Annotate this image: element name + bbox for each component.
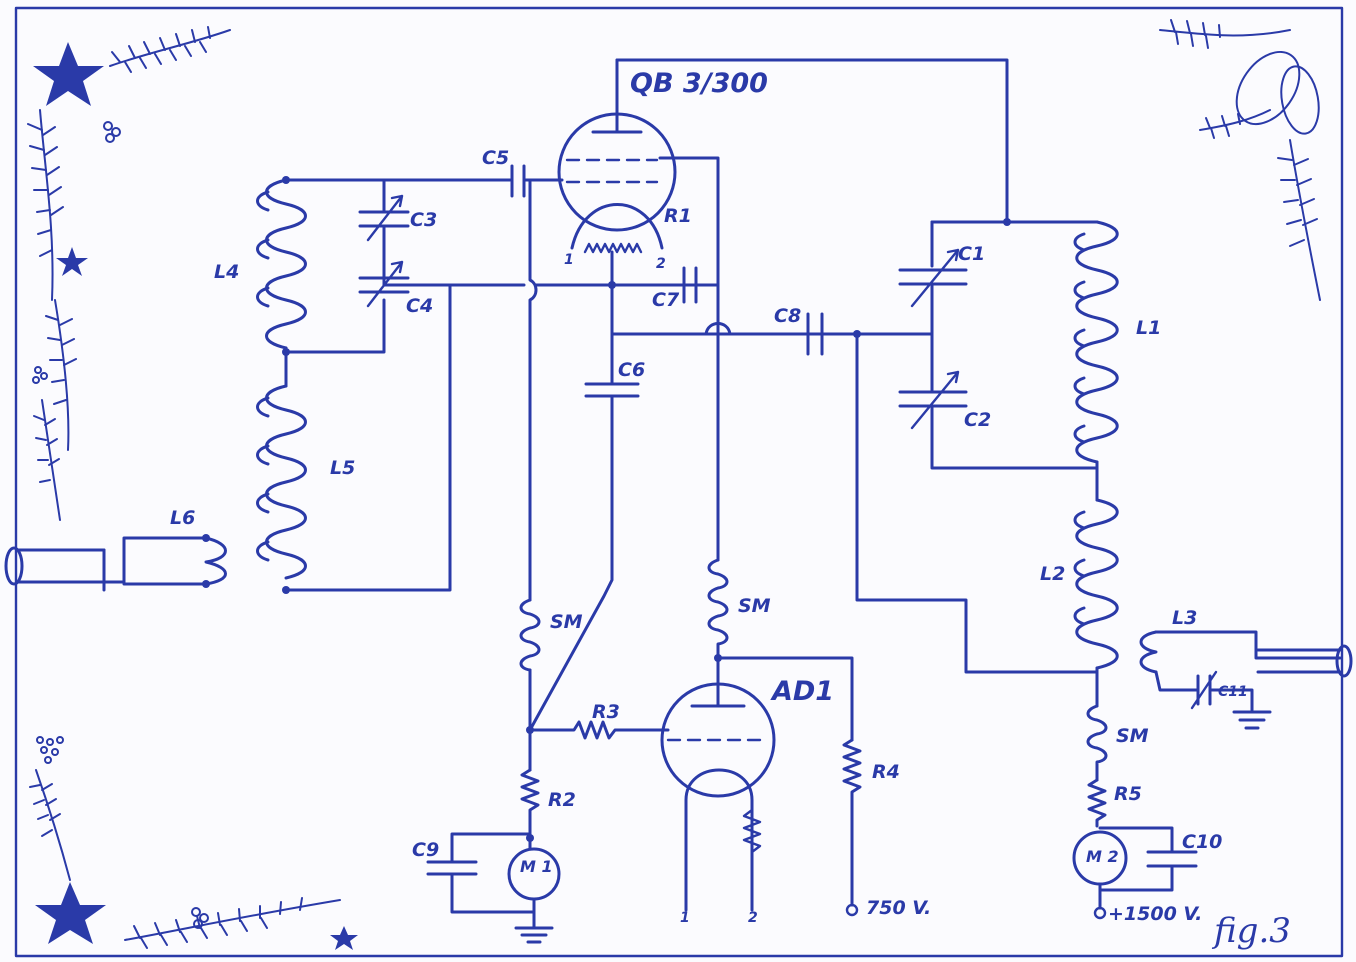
star-icon bbox=[35, 882, 106, 944]
pinecone-icon bbox=[1280, 65, 1320, 135]
label-pin2-qb: 2 bbox=[656, 256, 666, 272]
label-c10: C10 bbox=[1182, 831, 1222, 853]
figure-caption: fig.3 bbox=[1211, 911, 1291, 951]
label-r4: R4 bbox=[872, 761, 900, 783]
label-tube1: QB 3/300 bbox=[630, 68, 768, 99]
capacitor-c6 bbox=[584, 382, 640, 398]
label-1500v: +1500 V. bbox=[1108, 903, 1202, 925]
label-c6: C6 bbox=[618, 359, 645, 381]
choke-sm3 bbox=[1086, 704, 1108, 782]
coax-connector-right bbox=[1256, 644, 1353, 678]
resistor-r4 bbox=[842, 738, 862, 907]
coil-l3 bbox=[1139, 630, 1342, 712]
decoration-top-left bbox=[27, 26, 231, 521]
cathode-heater bbox=[570, 203, 664, 250]
label-c9: C9 bbox=[412, 839, 439, 861]
resistor-r5 bbox=[1087, 778, 1107, 828]
coil-l2 bbox=[1073, 498, 1119, 670]
label-c3: C3 bbox=[410, 209, 437, 231]
coil-l6 bbox=[102, 534, 227, 592]
capacitor-c5 bbox=[510, 164, 526, 198]
label-c7: C7 bbox=[652, 289, 680, 311]
decoration-top-right bbox=[1159, 19, 1321, 301]
capacitor-c4 bbox=[358, 260, 410, 308]
choke-sm1 bbox=[519, 598, 541, 672]
star-icon bbox=[330, 926, 358, 950]
label-sm2: SM bbox=[738, 595, 771, 617]
coil-l1 bbox=[1073, 220, 1119, 464]
coil-l5 bbox=[256, 384, 307, 580]
star-icon bbox=[33, 42, 104, 106]
label-c4: C4 bbox=[406, 295, 433, 317]
capacitor-c1 bbox=[898, 248, 968, 308]
decoration-bottom-left bbox=[29, 736, 358, 950]
terminal-1500v bbox=[1093, 906, 1107, 920]
frame-border bbox=[14, 6, 1344, 958]
r1-resistor bbox=[583, 242, 643, 254]
terminal-750v bbox=[845, 903, 859, 917]
tube-qb3-300 bbox=[557, 58, 677, 254]
label-c11: C11 bbox=[1218, 684, 1248, 700]
tube-ad1 bbox=[660, 682, 776, 912]
label-l3: L3 bbox=[1172, 607, 1197, 629]
label-r5: R5 bbox=[1114, 783, 1142, 805]
label-l5: L5 bbox=[330, 457, 355, 479]
label-m2: M 2 bbox=[1086, 847, 1119, 866]
ground-icon bbox=[514, 918, 554, 944]
label-pin2-ad1: 2 bbox=[748, 910, 758, 926]
label-c1: C1 bbox=[958, 243, 985, 265]
capacitor-c10 bbox=[1146, 850, 1198, 868]
coax-connector-left bbox=[4, 546, 126, 586]
label-sm3: SM bbox=[1116, 725, 1149, 747]
ground-icon bbox=[1232, 710, 1272, 730]
capacitor-c9 bbox=[426, 860, 478, 876]
resistor-r3 bbox=[528, 720, 670, 740]
label-c8: C8 bbox=[774, 305, 801, 327]
label-r3: R3 bbox=[592, 701, 620, 723]
coil-l4 bbox=[256, 178, 307, 350]
star-icon bbox=[56, 247, 88, 276]
label-l1: L1 bbox=[1136, 317, 1161, 339]
choke-sm2 bbox=[707, 558, 729, 708]
label-c2: C2 bbox=[964, 409, 991, 431]
label-tube2: AD1 bbox=[770, 676, 834, 707]
label-750v: 750 V. bbox=[866, 897, 931, 919]
label-r2: R2 bbox=[548, 789, 576, 811]
resistor-r2 bbox=[520, 768, 540, 842]
label-l6: L6 bbox=[170, 507, 195, 529]
label-m1: M 1 bbox=[520, 857, 553, 876]
label-l2: L2 bbox=[1040, 563, 1065, 585]
label-sm1: SM bbox=[550, 611, 583, 633]
label-pin1-ad1: 1 bbox=[680, 910, 690, 926]
label-c5: C5 bbox=[482, 147, 509, 169]
label-pin1-qb: 1 bbox=[564, 252, 574, 268]
label-l4: L4 bbox=[214, 261, 239, 283]
label-r1: R1 bbox=[664, 205, 692, 227]
